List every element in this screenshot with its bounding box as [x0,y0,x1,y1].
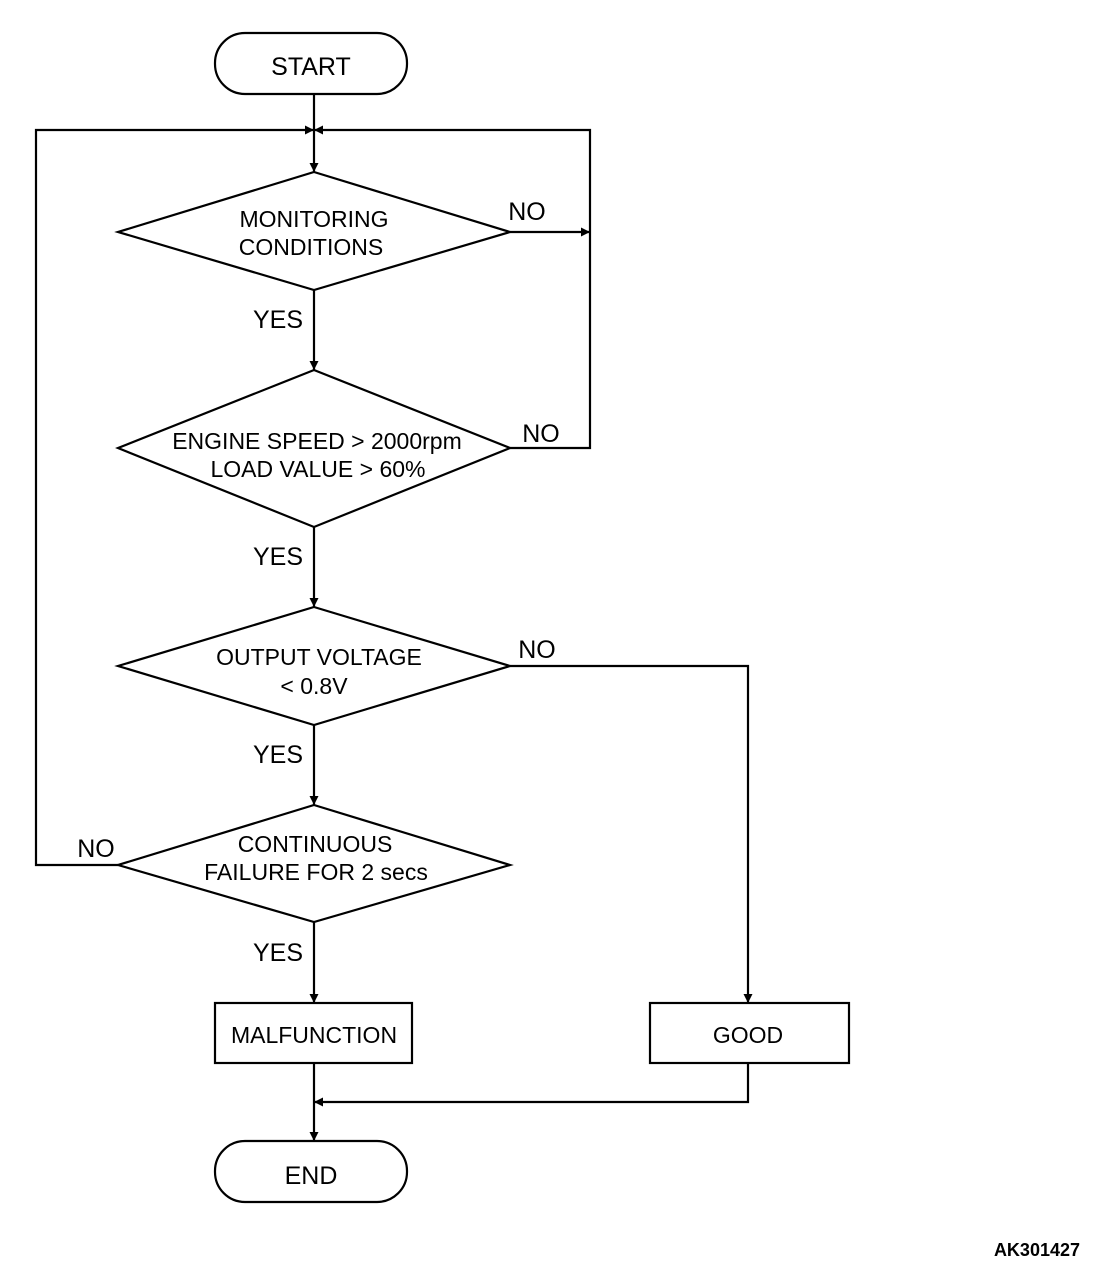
malfunction-box: MALFUNCTION [213,1001,414,1065]
malfunction-label: MALFUNCTION [231,1022,397,1048]
decision-1-line-2: CONDITIONS [239,234,383,260]
start-label: START [271,53,351,81]
connector-d4-no-loop [34,125,314,867]
decision-2-line-1: ENGINE SPEED > 2000rpm [172,428,462,454]
connector-d2-no-loop [314,125,592,450]
decision-monitoring-conditions: MONITORING CONDITIONS [114,170,514,292]
yes-labels: YES YES YES YES [253,306,303,967]
connector-d3-no [510,664,753,1003]
decision-4-line-1: CONTINUOUS [238,831,393,857]
yes-label-d2: YES [253,543,303,571]
decision-continuous-failure: CONTINUOUS FAILURE FOR 2 secs [114,803,514,924]
decision-3-line-2: < 0.8V [280,673,348,699]
yes-label-d1: YES [253,306,303,334]
figure-reference-code: AK301427 [993,1240,1080,1260]
decision-1-line-1: MONITORING [239,206,388,232]
decision-2-line-2: LOAD VALUE > 60% [211,456,426,482]
decision-output-voltage: OUTPUT VOLTAGE < 0.8V [114,605,514,727]
connectors [34,94,753,1141]
good-label: GOOD [713,1022,783,1048]
good-box: GOOD [648,1001,851,1065]
no-label-d2: NO [522,420,560,448]
decision-4-line-2: FAILURE FOR 2 secs [204,859,428,885]
decision-3-line-1: OUTPUT VOLTAGE [216,644,422,670]
start-terminal: START [213,31,409,96]
no-labels: NO NO NO NO [77,198,560,863]
end-terminal: END [213,1139,409,1204]
no-label-d4: NO [77,835,115,863]
no-label-d1: NO [508,198,546,226]
decision-engine-speed-load: ENGINE SPEED > 2000rpm LOAD VALUE > 60% [115,368,513,529]
yes-label-d4: YES [253,939,303,967]
connector-good-to-end [314,1063,750,1107]
yes-label-d3: YES [253,741,303,769]
no-label-d3: NO [518,636,556,664]
end-label: END [285,1162,338,1190]
